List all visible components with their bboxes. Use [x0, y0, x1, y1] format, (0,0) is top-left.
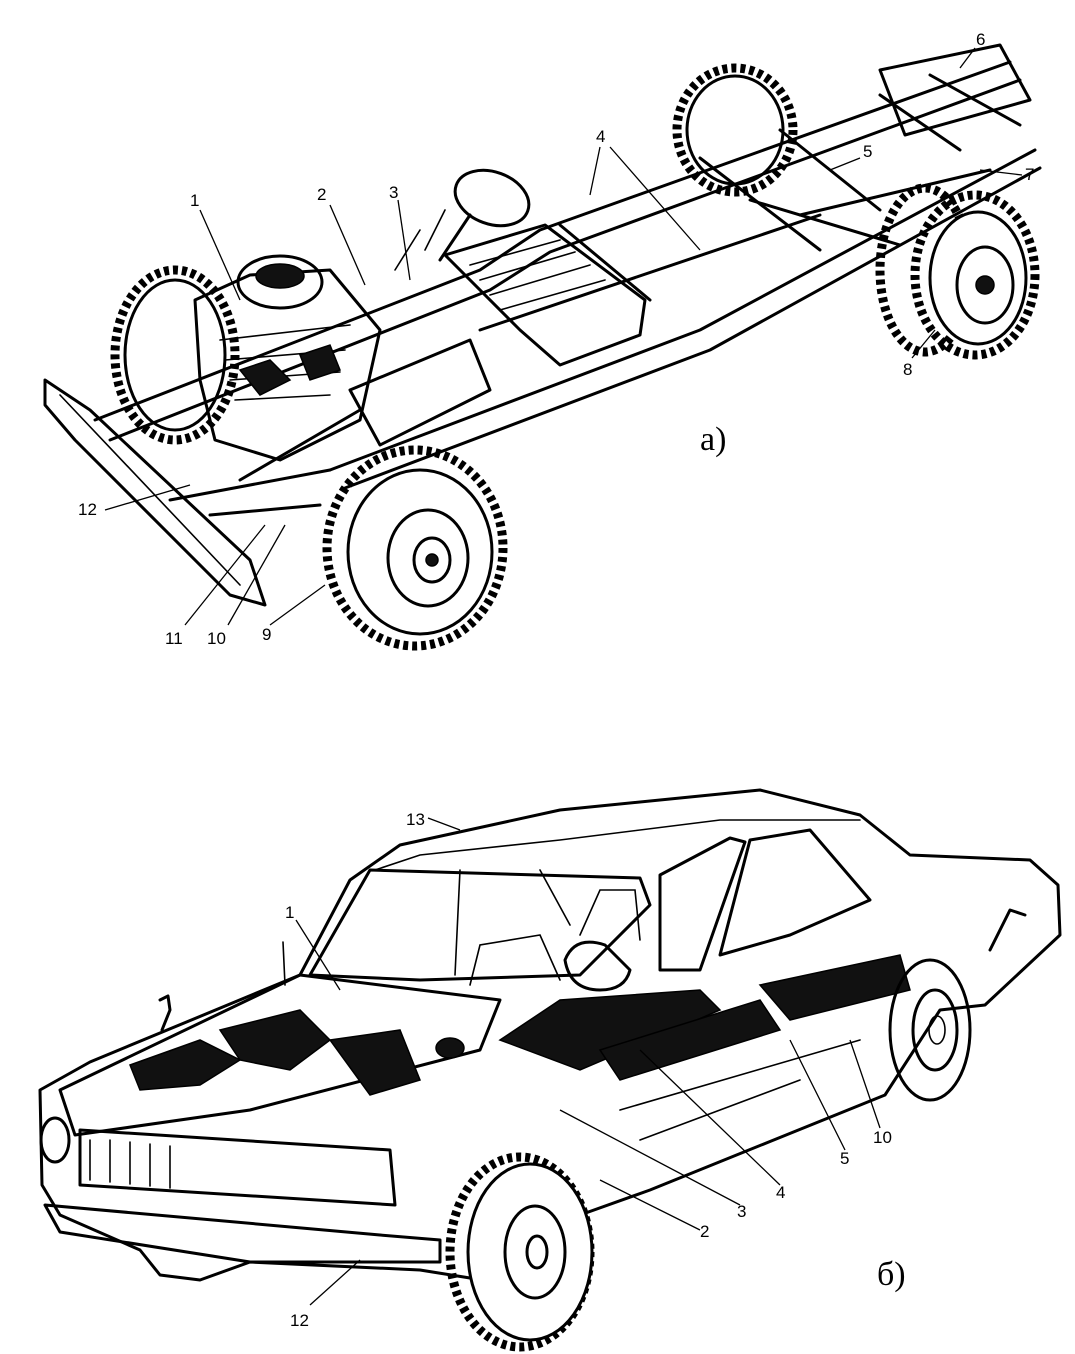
callout-a-5: 5 — [863, 142, 872, 161]
callout-a-12: 12 — [78, 500, 97, 519]
callout-a-2: 2 — [317, 185, 326, 204]
callout-b-13: 13 — [406, 810, 425, 829]
callout-a-6: 6 — [976, 30, 985, 49]
front-wheel-car — [445, 1152, 595, 1352]
truck-chassis-drawing — [43, 43, 1042, 651]
fender-mirror — [158, 994, 172, 1032]
front-far-wheel — [110, 265, 240, 445]
callout-a-1: 1 — [190, 191, 199, 210]
rear-axle — [748, 198, 902, 247]
figure-b-leaders — [295, 817, 881, 1306]
front-seat — [469, 889, 641, 986]
front-spring — [238, 408, 362, 482]
rear-spring — [798, 168, 992, 217]
front-bumper — [43, 378, 267, 607]
callout-a-8: 8 — [903, 360, 912, 379]
rear-near-wheel — [875, 183, 1040, 360]
steering-wheel — [438, 168, 531, 262]
engine — [193, 254, 382, 462]
steering-linkage — [208, 503, 322, 517]
antenna — [282, 941, 286, 986]
front-side-window — [658, 836, 747, 972]
callout-a-11: 11 — [165, 629, 183, 648]
caption-a: а) — [700, 421, 726, 458]
side-mirror — [563, 940, 632, 992]
figure-b-callouts: 1 2 3 4 5 10 12 13 — [285, 810, 892, 1330]
propeller-shaft — [478, 213, 822, 332]
caption-b: б) — [877, 1256, 906, 1293]
front-near-wheel — [322, 445, 508, 651]
front-bumper-car — [43, 1203, 442, 1264]
radiator-grille — [39, 1116, 397, 1207]
rear-side-window — [718, 828, 872, 957]
callout-b-4: 4 — [776, 1183, 785, 1202]
windshield — [308, 868, 652, 982]
car-body — [38, 788, 1062, 1282]
callout-a-10: 10 — [207, 629, 226, 648]
callout-a-7: 7 — [1025, 165, 1034, 184]
callout-b-5: 5 — [840, 1149, 849, 1168]
sedan-cutaway-drawing — [38, 788, 1062, 1352]
fuel-tank — [443, 223, 647, 367]
chassis-frame — [93, 43, 1042, 490]
gearbox — [348, 338, 492, 447]
callout-a-4: 4 — [596, 127, 605, 146]
callout-b-12: 12 — [290, 1311, 309, 1330]
figure-a-callouts: 1 2 3 4 5 6 7 8 9 10 11 12 — [78, 30, 1034, 648]
rear-wheel-car — [888, 958, 972, 1102]
engine-bay — [58, 973, 502, 1137]
callout-b-1: 1 — [285, 903, 294, 922]
front-axle — [168, 468, 332, 502]
callout-b-2: 2 — [700, 1222, 709, 1241]
callout-b-3: 3 — [737, 1202, 746, 1221]
callout-a-9: 9 — [262, 625, 271, 644]
figure-a-leaders — [104, 47, 1023, 626]
drivetrain — [498, 908, 1027, 1141]
callout-a-3: 3 — [389, 183, 398, 202]
callout-b-10: 10 — [873, 1128, 892, 1147]
